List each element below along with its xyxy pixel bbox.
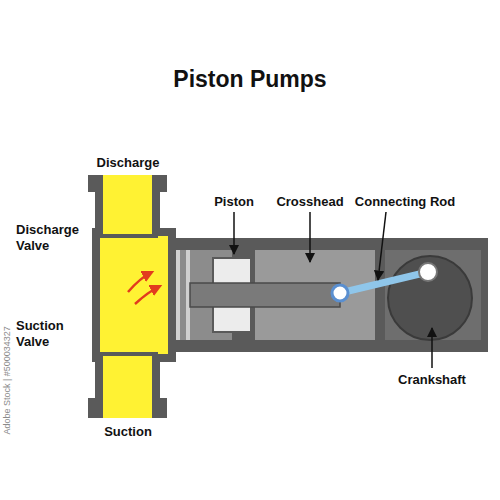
leader-line xyxy=(309,212,311,262)
cylinder-housing xyxy=(160,238,488,352)
leader-line xyxy=(378,212,386,280)
crankcase xyxy=(385,250,481,340)
valve-label: Suction Valve xyxy=(16,318,86,349)
watermark: Adobe Stock | #500034327 xyxy=(2,326,13,434)
packing-ring xyxy=(176,250,180,340)
part-label: Crosshead xyxy=(276,194,343,210)
suction-valve xyxy=(98,352,158,356)
port-label: Suction xyxy=(104,424,152,440)
flow-arrow xyxy=(135,286,160,304)
part-label: Crankshaft xyxy=(398,372,466,388)
valve-label: Discharge Valve xyxy=(16,222,86,253)
crosshead-pin xyxy=(332,285,348,301)
part-label: Piston xyxy=(214,194,254,210)
diagram-title: Piston Pumps xyxy=(173,66,326,94)
piston-rod xyxy=(190,283,340,307)
part-label: Connecting Rod xyxy=(355,194,455,210)
crankshaft xyxy=(388,256,472,340)
discharge-valve xyxy=(98,234,158,238)
crank-pin xyxy=(419,263,437,281)
pumped-fluid xyxy=(100,175,168,418)
port-label: Discharge xyxy=(97,155,160,171)
pipe-housing xyxy=(88,175,176,418)
connecting-rod xyxy=(340,272,428,293)
flow-arrow xyxy=(128,272,152,292)
leader-line xyxy=(233,212,235,254)
leader-line xyxy=(431,328,433,368)
